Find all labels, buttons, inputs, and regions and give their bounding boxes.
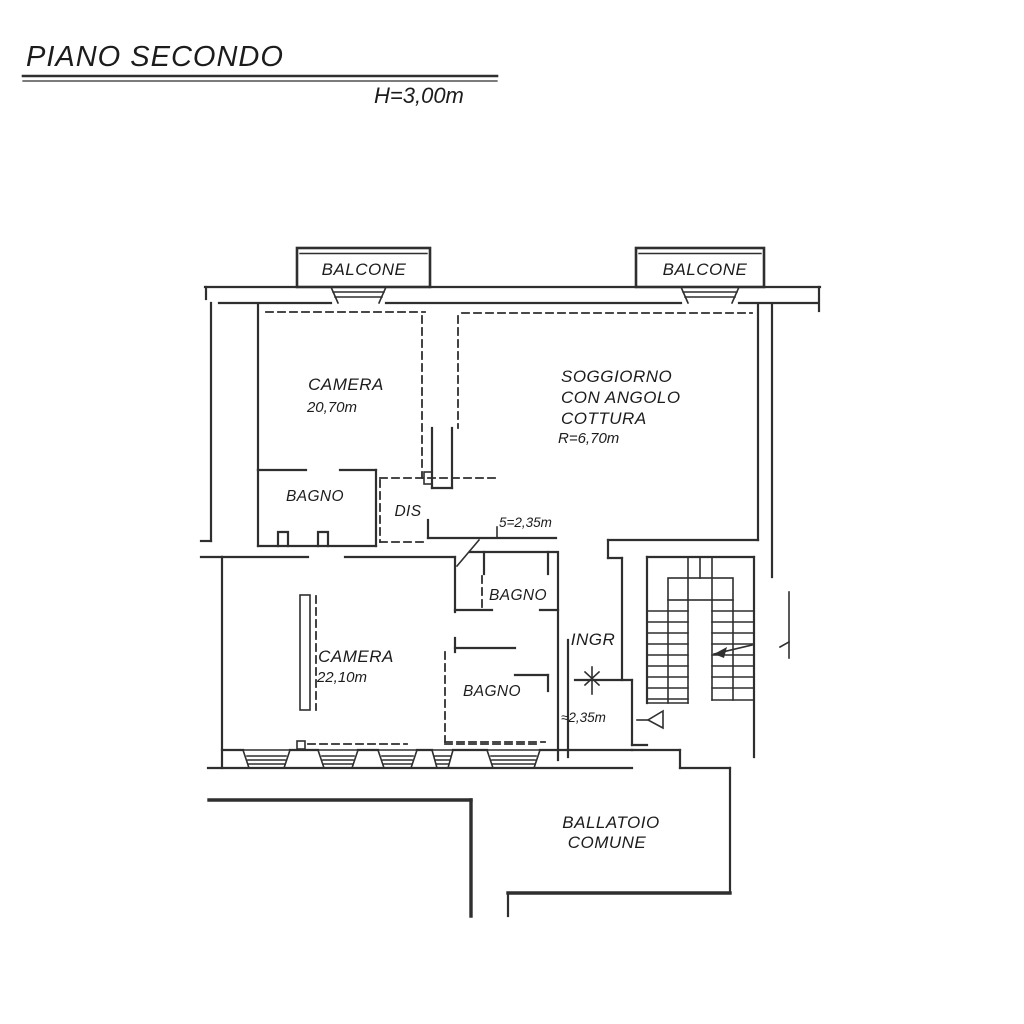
staircase bbox=[636, 555, 756, 759]
label-soggiorno-3: COTTURA bbox=[561, 409, 647, 428]
label-bagno-1: BAGNO bbox=[286, 488, 344, 505]
label-soggiorno-1: SOGGIORNO bbox=[561, 367, 672, 386]
walls bbox=[199, 285, 822, 770]
label-dim-top: 5=2,35m bbox=[499, 515, 552, 530]
label-dim-bottom: ≈2,35m bbox=[561, 710, 606, 725]
south-windows bbox=[241, 748, 542, 770]
label-ballatoio-1: BALLATOIO bbox=[562, 813, 659, 832]
balcony-door-windows bbox=[329, 285, 741, 305]
label-balcone-right: BALCONE bbox=[663, 260, 748, 279]
dashed-lines bbox=[265, 311, 753, 745]
label-camera-2: CAMERA bbox=[318, 647, 394, 666]
page-title: PIANO SECONDO bbox=[26, 41, 284, 73]
label-ballatoio-2: COMUNE bbox=[568, 833, 647, 852]
label-camera-1: CAMERA bbox=[308, 375, 384, 394]
title-block: PIANO SECONDO H=3,00m bbox=[21, 41, 499, 108]
floor-height-note: H=3,00m bbox=[374, 83, 464, 108]
label-camera-2-area: 22,10m bbox=[316, 669, 367, 686]
label-bagno-3: BAGNO bbox=[463, 683, 521, 700]
label-camera-1-area: 20,70m bbox=[306, 399, 357, 416]
label-soggiorno-area: R=6,70m bbox=[558, 430, 619, 447]
label-ingr: INGR bbox=[571, 630, 616, 649]
balconies bbox=[295, 246, 766, 289]
stair-door-symbol bbox=[646, 709, 664, 730]
label-balcone-left: BALCONE bbox=[322, 260, 407, 279]
label-bagno-2: BAGNO bbox=[489, 587, 547, 604]
label-soggiorno-2: CON ANGOLO bbox=[561, 388, 681, 407]
ballatoio-walls bbox=[207, 766, 732, 918]
room-labels: BALCONE BALCONE CAMERA 20,70m SOGGIORNO … bbox=[286, 260, 748, 852]
label-dis: DIS bbox=[394, 503, 421, 520]
